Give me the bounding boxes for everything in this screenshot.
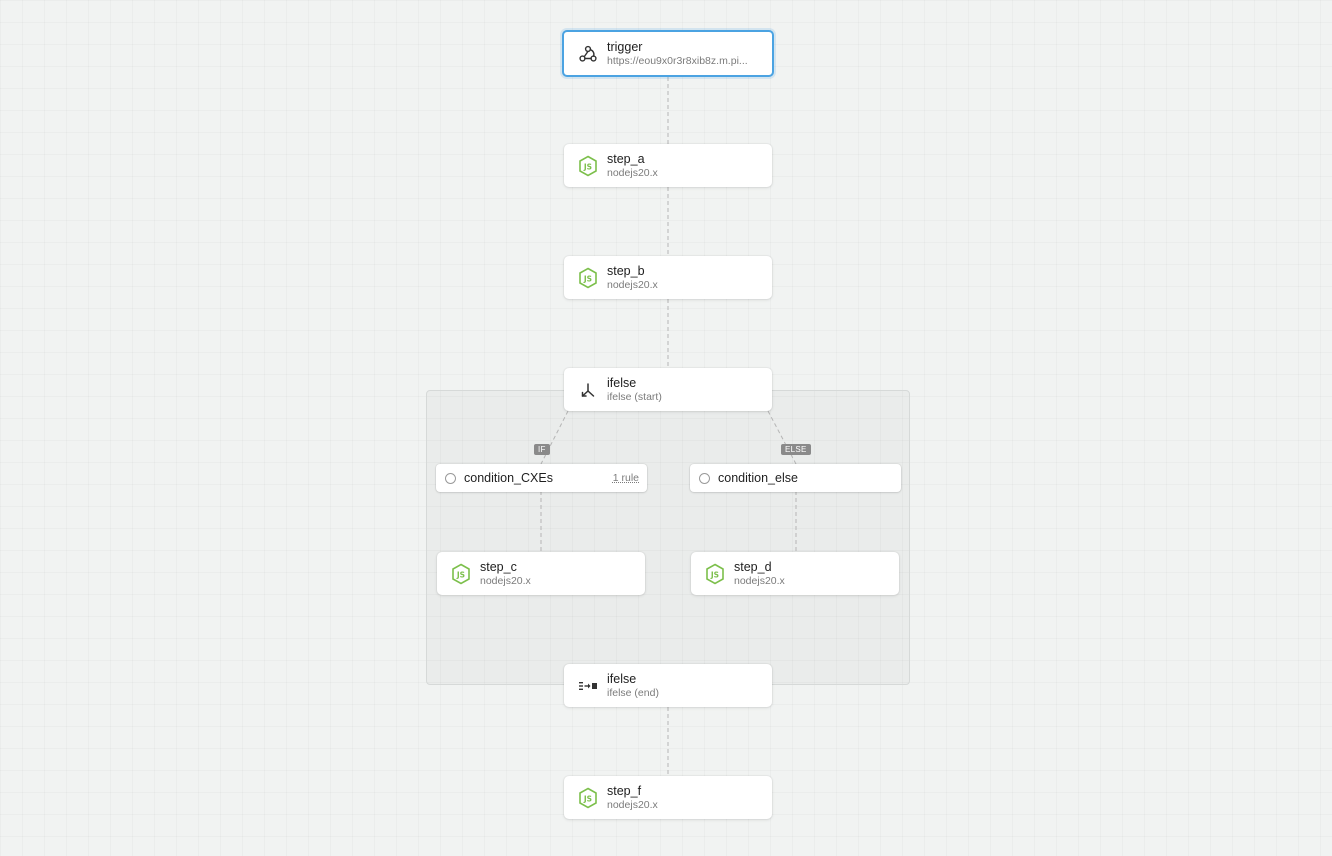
branch-merge-icon xyxy=(577,675,599,697)
svg-text:JS: JS xyxy=(710,570,719,579)
svg-text:JS: JS xyxy=(583,794,592,803)
node-step-f[interactable]: JS step_f nodejs20.x xyxy=(564,776,772,819)
node-ifelse-start[interactable]: ifelse ifelse (start) xyxy=(564,368,772,411)
node-ifelse-end[interactable]: ifelse ifelse (end) xyxy=(564,664,772,707)
node-title: step_f xyxy=(607,784,642,799)
svg-text:JS: JS xyxy=(583,274,592,283)
node-step-d[interactable]: JS step_d nodejs20.x xyxy=(691,552,899,595)
node-subtitle: https://eou9x0r3r8xib8z.m.pi... xyxy=(607,54,748,67)
rule-count-link[interactable]: 1 rule xyxy=(612,472,639,484)
branch-split-icon xyxy=(577,379,599,401)
nodejs-icon: JS xyxy=(450,563,472,585)
nodejs-icon: JS xyxy=(577,267,599,289)
node-subtitle: nodejs20.x xyxy=(480,574,531,587)
node-subtitle: nodejs20.x xyxy=(607,278,658,291)
node-title: ifelse xyxy=(607,672,637,687)
condition-radio[interactable] xyxy=(445,472,456,484)
if-branch-badge: IF xyxy=(534,444,550,455)
node-trigger[interactable]: trigger https://eou9x0r3r8xib8z.m.pi... xyxy=(562,30,774,77)
node-step-b[interactable]: JS step_b nodejs20.x xyxy=(564,256,772,299)
node-subtitle: nodejs20.x xyxy=(734,574,785,587)
node-title: trigger xyxy=(607,40,643,55)
ifelse-group-container xyxy=(426,390,910,685)
node-title: ifelse xyxy=(607,376,637,391)
else-branch-badge: ELSE xyxy=(781,444,811,455)
node-subtitle: nodejs20.x xyxy=(607,798,658,811)
condition-radio[interactable] xyxy=(699,472,710,484)
svg-text:JS: JS xyxy=(456,570,465,579)
node-title: step_a xyxy=(607,152,645,167)
node-subtitle: ifelse (start) xyxy=(607,390,662,403)
nodejs-icon: JS xyxy=(577,155,599,177)
node-step-c[interactable]: JS step_c nodejs20.x xyxy=(437,552,645,595)
node-step-a[interactable]: JS step_a nodejs20.x xyxy=(564,144,772,187)
node-title: step_c xyxy=(480,560,517,575)
condition-else[interactable]: condition_else xyxy=(690,464,901,492)
condition-if[interactable]: condition_CXEs 1 rule xyxy=(436,464,647,492)
node-subtitle: ifelse (end) xyxy=(607,686,659,699)
nodejs-icon: JS xyxy=(704,563,726,585)
nodejs-icon: JS xyxy=(577,787,599,809)
node-title: step_b xyxy=(607,264,645,279)
condition-title: condition_CXEs xyxy=(464,471,553,485)
condition-title: condition_else xyxy=(718,471,798,485)
webhook-icon xyxy=(577,43,599,65)
node-subtitle: nodejs20.x xyxy=(607,166,658,179)
svg-text:JS: JS xyxy=(583,162,592,171)
node-title: step_d xyxy=(734,560,772,575)
